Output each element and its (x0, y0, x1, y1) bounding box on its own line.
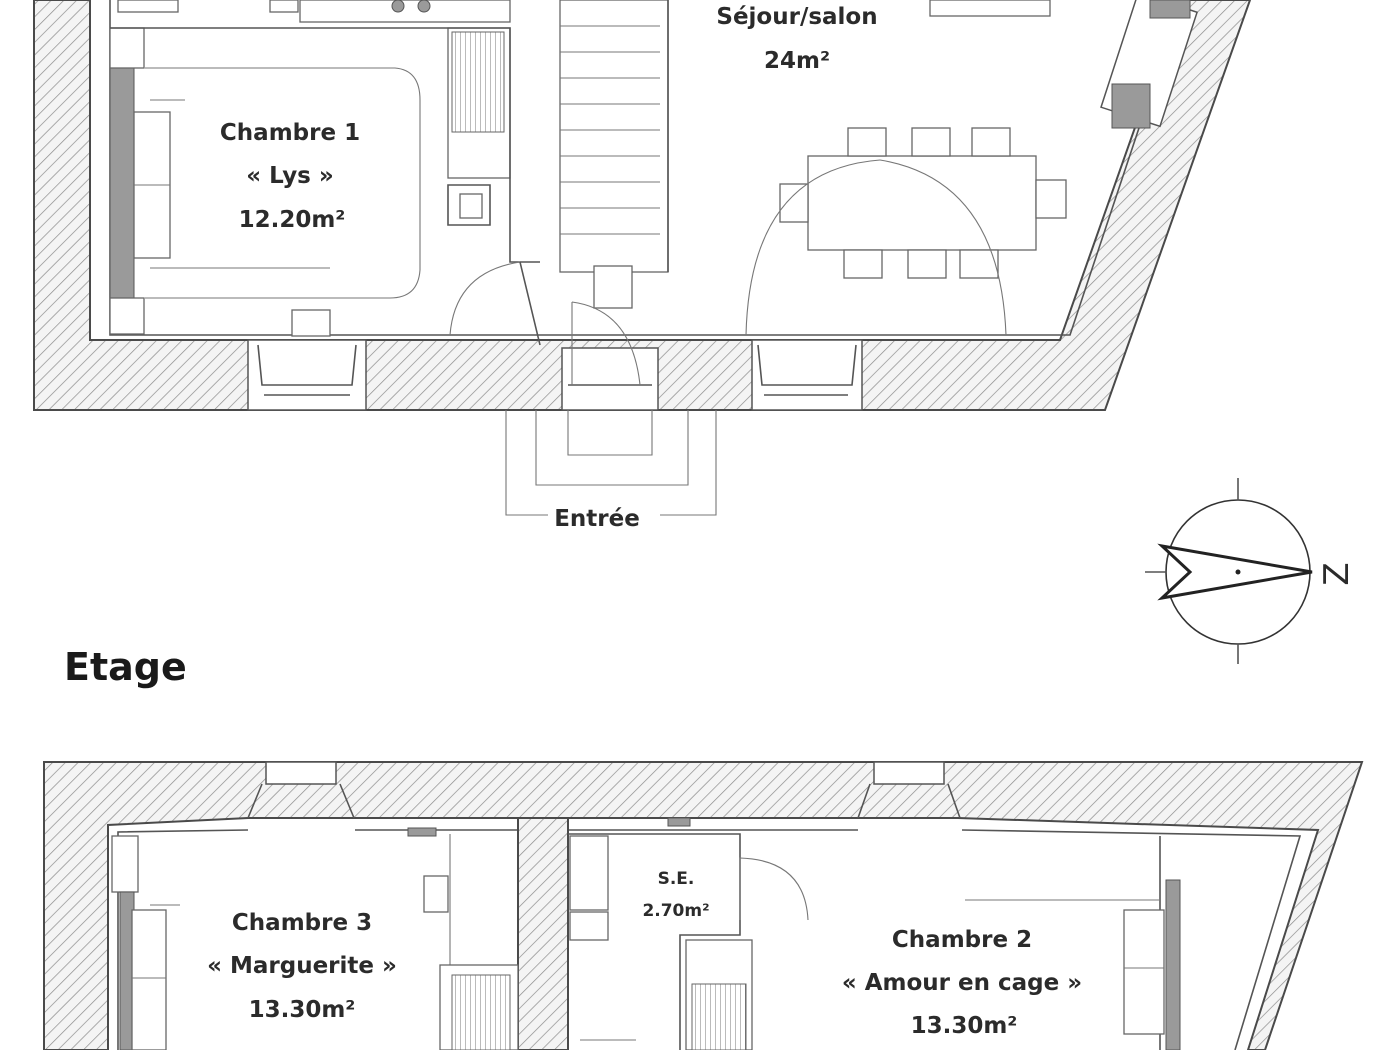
room-area-sejour: 24m² (764, 48, 830, 74)
ground-floor-walls (33, 0, 1252, 411)
room-label-chambre3: Chambre 3 (232, 910, 372, 936)
room-alias-chambre1: « Lys » (246, 163, 334, 189)
kitchen-counter (299, 0, 511, 23)
room-label-se: S.E. (658, 869, 695, 889)
window-sejour (751, 339, 863, 411)
room-alias-chambre3: « Marguerite » (207, 953, 397, 979)
bed-chambre2 (1123, 909, 1165, 1035)
shelving-se (691, 983, 747, 1050)
room-area-chambre1: 12.20m² (239, 207, 346, 233)
compass-rose: Z (1145, 478, 1357, 664)
room-label-chambre2: Chambre 2 (892, 927, 1032, 953)
ground-floor-plan: Chambre 1 « Lys » 12.20m² Séjour/salon 2… (33, 0, 1252, 532)
room-area-chambre3: 13.30m² (249, 997, 356, 1023)
upper-floor-plan: Chambre 3 « Marguerite » 13.30m² S.E. 2.… (43, 761, 1364, 1050)
partition-wall (517, 817, 569, 1050)
staircase (559, 0, 669, 273)
shower-se (569, 835, 609, 911)
room-label-entree: Entrée (554, 506, 640, 532)
door-swing-sejour (745, 159, 881, 336)
compass-letter: Z (1317, 562, 1357, 585)
bed-chambre1 (145, 67, 421, 299)
bed-chambre3 (131, 909, 167, 1050)
wardrobe-chambre1 (109, 67, 135, 299)
room-label-chambre1: Chambre 1 (220, 120, 360, 146)
upper-floor-walls (43, 761, 1364, 1050)
sofa-sejour (929, 0, 1051, 17)
room-area-se: 2.70m² (642, 901, 709, 921)
shelving-chambre1 (451, 31, 505, 133)
shelving-chambre3 (451, 974, 511, 1050)
stair-treads (560, 25, 660, 235)
room-label-sejour: Séjour/salon (716, 4, 877, 30)
dining-table (807, 155, 1037, 251)
entrance-door (561, 347, 659, 411)
window-chambre3 (265, 761, 337, 785)
section-heading-etage: Etage (64, 645, 187, 689)
room-alias-chambre2: « Amour en cage » (842, 970, 1082, 996)
room-area-chambre2: 13.30m² (911, 1013, 1018, 1039)
window-chambre1 (247, 339, 367, 411)
window-chambre2 (873, 761, 945, 785)
